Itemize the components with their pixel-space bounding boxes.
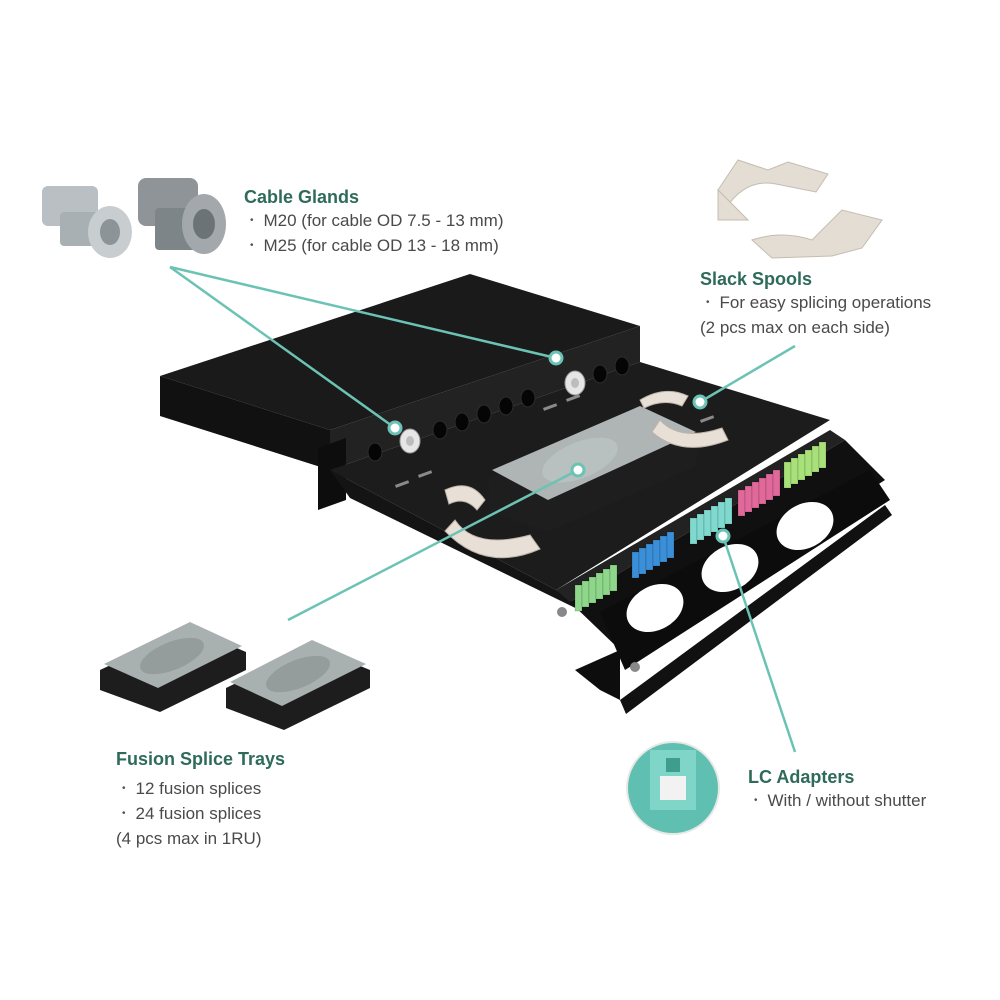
lc-adapter-block [631,531,675,579]
fusion-splice-tray-12-label: 12 fusion splices [116,778,285,803]
lc-adapter-port [710,505,719,533]
installed-splice-tray [488,406,700,532]
lc-adapter-port [574,584,583,612]
fusion-splice-trays-title: Fusion Splice Trays [116,749,286,769]
fusion-splice-tray-12 [100,622,246,712]
cable-glands-title: Cable Glands [244,187,360,207]
lc-adapter-port [790,457,799,485]
slack-spools-note: (2 pcs max on each side) [700,318,890,337]
cable-glands-callout: Cable Glands M20 (for cable OD 7.5 - 13 … [244,186,503,260]
cable-gland-spec-m25: M25 (for cable OD 13 - 18 mm) [244,235,503,260]
lc-adapter-port [811,445,820,473]
lc-adapter-port [659,535,668,563]
cable-gland-m25 [138,178,226,254]
lc-adapter-port [783,461,792,489]
lc-adapters-callout: LC Adapters With / without shutter [748,766,926,815]
cable-gland-images [42,178,226,258]
lc-adapter-block [689,497,733,545]
lc-adapter-port [631,551,640,579]
slack-spool-images [717,159,883,259]
lc-adapter-port [797,453,806,481]
lc-adapter-port [645,543,654,571]
lc-adapter-port [666,531,675,559]
lc-adapter-port [652,539,661,567]
lc-adapter-port [737,489,746,517]
lc-adapter-port [609,564,618,592]
slack-spools-title: Slack Spools [700,269,813,289]
lc-adapter-block [574,564,618,612]
lc-adapter-rows [574,441,827,612]
lc-adapter-port [703,509,712,537]
lc-adapter-port [602,568,611,596]
fusion-splice-trays-note: (4 pcs max in 1RU) [116,829,262,848]
leader-dots [387,350,731,544]
lc-adapter-port [588,576,597,604]
lc-adapter-port [765,473,774,501]
lc-adapter-block [737,469,781,517]
cable-gland-m20 [42,186,132,258]
lc-adapter-port [744,485,753,513]
cable-gland-spec-m20: M20 (for cable OD 7.5 - 13 mm) [244,210,504,235]
fusion-splice-tray-images [100,622,370,730]
lc-adapter-port [772,469,781,497]
fusion-splice-trays-callout: Fusion Splice Trays 12 fusion splices 24… [116,748,285,850]
lc-adapter-port [758,477,767,505]
leader-lines [169,265,797,753]
lc-adapter-port [581,580,590,608]
lc-adapter-port [724,497,733,525]
lc-adapter-port [689,517,698,545]
lc-adapter-port [595,572,604,600]
lc-adapter-port [696,513,705,541]
lc-adapters-feature: With / without shutter [748,790,927,815]
lc-adapter-block [783,441,827,489]
lc-adapters-title: LC Adapters [748,767,855,787]
lc-adapter-port [751,481,760,509]
lc-adapter-port [638,547,647,575]
lc-adapter-port [804,449,813,477]
lc-adapter-closeup [626,741,720,835]
slack-spools-callout: Slack Spools For easy splicing operation… [700,268,931,339]
lc-adapter-port [818,441,827,469]
lc-adapter-port [717,501,726,529]
installed-slack-spools [444,390,729,559]
fusion-splice-tray-24 [226,640,370,730]
fusion-splice-tray-24-label: 24 fusion splices [116,803,285,828]
slack-spools-feature: For easy splicing operations [700,292,932,317]
